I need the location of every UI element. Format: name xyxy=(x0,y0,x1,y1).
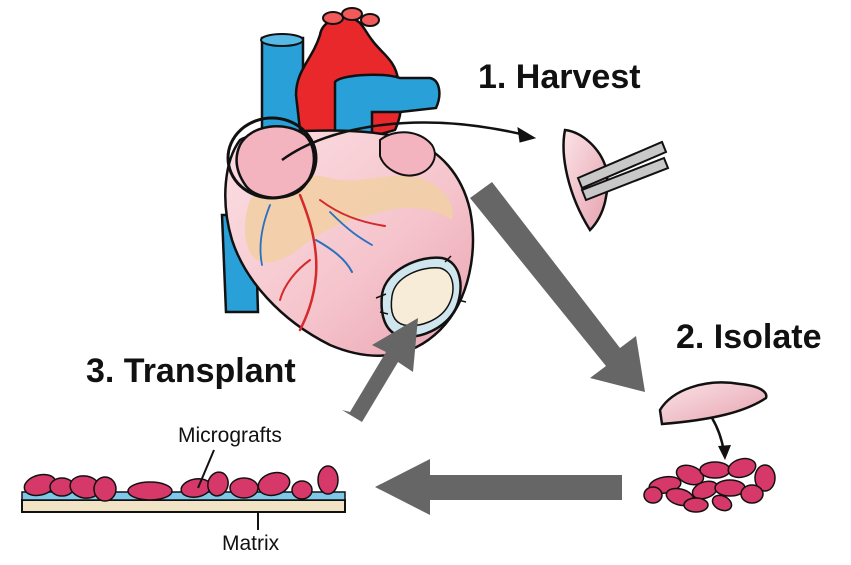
callout-micrografts: Micrografts xyxy=(178,424,282,448)
isolate-arrow-head xyxy=(718,445,731,460)
matrix-strip-illustration xyxy=(22,450,345,530)
matrix-base xyxy=(22,500,345,512)
arrow-isolate-to-micrografts xyxy=(375,459,622,515)
isolated-tissue-illustration xyxy=(644,382,775,513)
callout-matrix: Matrix xyxy=(222,532,279,556)
micrograft-pile xyxy=(644,456,775,514)
step-label-harvest: 1. Harvest xyxy=(478,58,641,97)
step-label-isolate: 2. Isolate xyxy=(676,318,822,357)
arrow-harvest-to-isolate xyxy=(470,182,645,392)
harvest-arrow-head xyxy=(518,128,535,142)
step-label-transplant: 3. Transplant xyxy=(86,352,296,391)
heart-illustration xyxy=(222,8,473,356)
harvested-tissue-illustration xyxy=(564,130,668,230)
